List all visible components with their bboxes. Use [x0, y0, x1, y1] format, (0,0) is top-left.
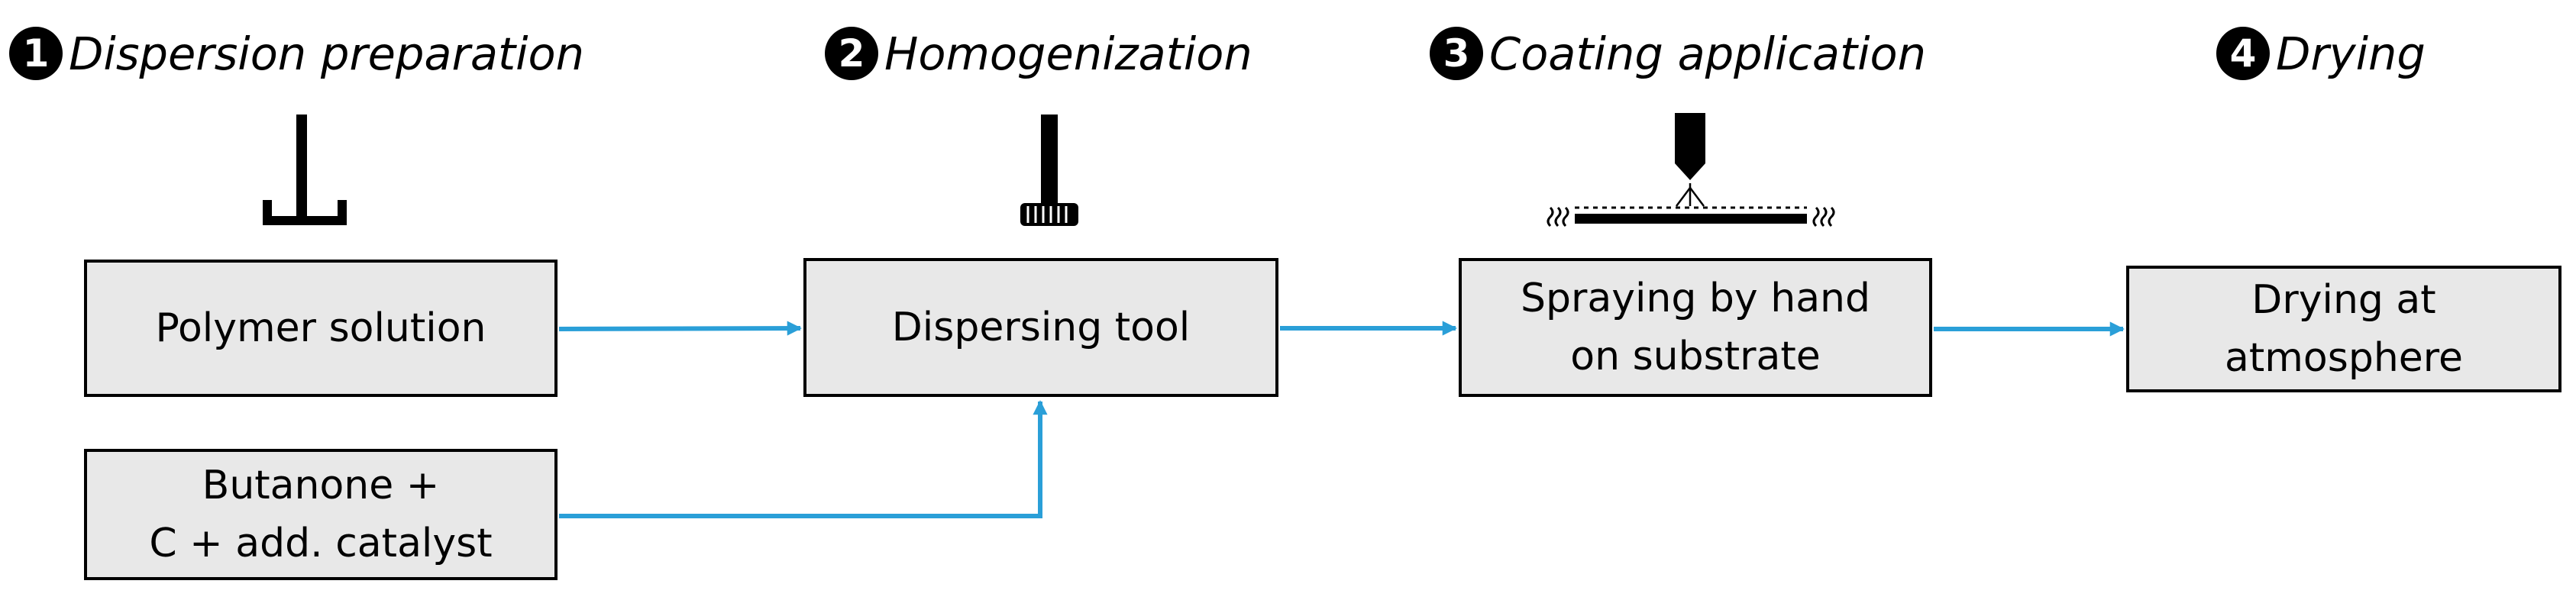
box-text-line: Dispersing tool [891, 305, 1191, 350]
step-number-badge: 4 [2216, 27, 2270, 80]
box-text-line: on substrate [1570, 334, 1821, 379]
box-text-line: atmosphere [2225, 335, 2463, 381]
step-title-1: 1 Dispersion preparation [9, 21, 584, 85]
step-label: Dispersion preparation [69, 27, 584, 80]
step-title-3: 3 Coating application [1430, 21, 1926, 85]
step-label: Homogenization [884, 27, 1252, 80]
step-number-badge: 1 [9, 27, 63, 80]
box-polymer-solution: Polymer solution [84, 260, 558, 397]
step-title-4: 4 Drying [2216, 21, 2426, 85]
spray-nozzle-icon [1547, 113, 1835, 227]
step-label: Coating application [1489, 27, 1927, 80]
arrow-butanone-to-dispersing [559, 400, 1048, 518]
box-text-line: C + add. catalyst [149, 521, 493, 566]
step-title-2: 2 Homogenization [825, 21, 1252, 85]
stirrer-icon [263, 115, 347, 225]
step-label: Drying [2276, 27, 2426, 80]
box-butanone-catalyst: Butanone + C + add. catalyst [84, 449, 558, 580]
step-number-badge: 2 [825, 27, 878, 80]
box-text-line: Spraying by hand [1520, 276, 1871, 321]
box-text-line: Drying at [2251, 277, 2436, 323]
box-dispersing-tool: Dispersing tool [803, 258, 1278, 397]
box-text-line: Butanone + [202, 463, 440, 508]
box-text-line: Polymer solution [155, 305, 486, 351]
box-spraying: Spraying by hand on substrate [1459, 258, 1932, 397]
box-drying: Drying at atmosphere [2126, 266, 2561, 392]
arrow-polymer-to-dispersing [558, 321, 802, 336]
dispersing-tool-icon [1020, 115, 1078, 226]
step-number-badge: 3 [1430, 27, 1483, 80]
